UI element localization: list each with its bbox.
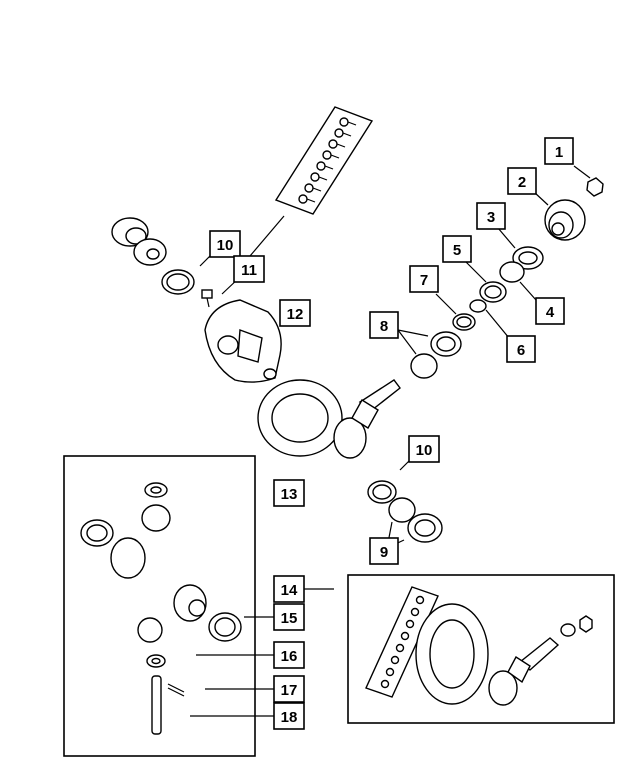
callout-5-label: 5	[453, 242, 461, 259]
callout-11: 11	[233, 255, 265, 283]
callout-18: 18	[273, 702, 305, 730]
callout-2-label: 2	[518, 174, 526, 191]
callout-3: 3	[476, 202, 506, 230]
ring-pinion-kit	[365, 586, 593, 706]
callout-12-label: 12	[287, 306, 304, 323]
differential-case	[204, 299, 282, 383]
ring-gear-bolts-strip	[274, 106, 374, 215]
callout-9-label: 9	[380, 544, 388, 561]
callout-15: 15	[273, 603, 305, 631]
callout-10-lower-label: 10	[416, 442, 433, 459]
callout-6-label: 6	[517, 342, 525, 359]
callout-7: 7	[409, 265, 439, 293]
rear-pinion-bearing	[410, 331, 462, 379]
differential-internals	[80, 482, 242, 735]
callout-6: 6	[506, 335, 536, 363]
callout-14-label: 14	[281, 582, 298, 599]
callout-5: 5	[442, 235, 472, 263]
bolt-group	[298, 117, 357, 204]
callout-1: 1	[544, 137, 574, 165]
callout-9: 9	[369, 537, 399, 565]
ring-pinion-kit-frame	[347, 574, 615, 724]
callout-10-lower: 10	[408, 435, 440, 463]
callout-12: 12	[279, 299, 311, 327]
callout-1-label: 1	[555, 144, 563, 161]
callout-13-label: 13	[281, 486, 298, 503]
callout-16-label: 16	[281, 648, 298, 665]
differential-internals-frame	[63, 455, 256, 757]
callout-17-label: 17	[281, 682, 298, 699]
callout-16: 16	[273, 641, 305, 669]
callout-17: 17	[273, 675, 305, 703]
carrier-bearing-lower	[388, 497, 443, 543]
callout-3-label: 3	[487, 209, 495, 226]
callout-18-label: 18	[281, 709, 298, 726]
pinion-flange	[544, 199, 586, 241]
callout-7-label: 7	[420, 272, 428, 289]
callout-10-upper-label: 10	[217, 237, 234, 254]
front-pinion-bearing	[499, 261, 525, 283]
callout-8: 8	[369, 311, 399, 339]
ring-gear	[257, 379, 343, 457]
callout-4: 4	[535, 297, 565, 325]
left-carrier-bearing	[111, 217, 167, 266]
callout-14: 14	[273, 575, 305, 603]
collapsible-spacer	[469, 299, 487, 313]
pinion-nut	[586, 177, 604, 197]
callout-15-label: 15	[281, 610, 298, 627]
pinion-gear	[333, 379, 401, 459]
callout-13: 13	[273, 479, 305, 507]
callout-8-label: 8	[380, 318, 388, 335]
callout-4-label: 4	[546, 304, 555, 321]
callout-2: 2	[507, 167, 537, 195]
callout-11-label: 11	[241, 262, 257, 279]
callout-10-upper: 10	[209, 230, 241, 258]
cover-bolt	[201, 289, 213, 308]
